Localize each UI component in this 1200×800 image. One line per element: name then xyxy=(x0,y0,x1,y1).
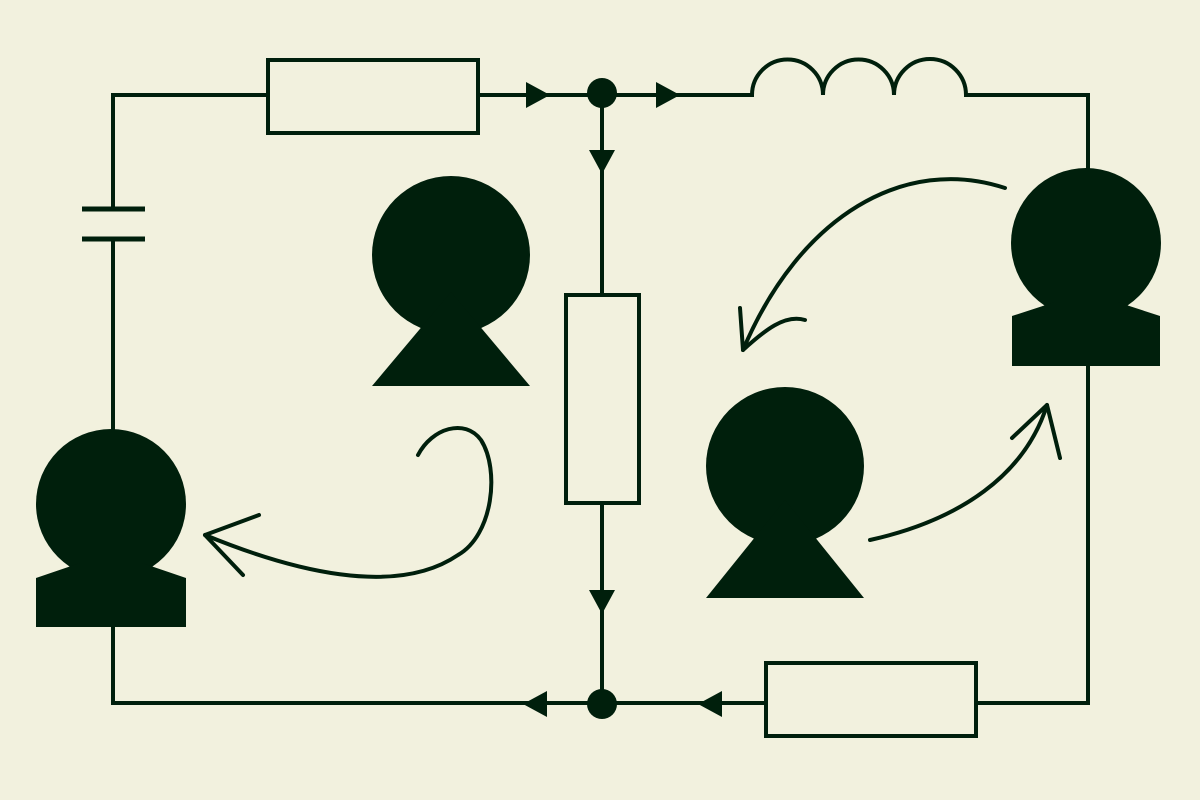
wire-bottom-left xyxy=(111,625,604,705)
resistor-top xyxy=(266,58,480,135)
wire-right-lower xyxy=(974,363,1090,705)
curved-arrow-right-bottom xyxy=(868,403,1049,542)
person-bust-left xyxy=(36,429,186,627)
current-arrow-center-lower xyxy=(589,590,615,614)
wire-top-far-right xyxy=(964,93,1090,177)
current-arrow-bottom-left xyxy=(523,691,547,717)
resistor-bottom xyxy=(764,661,978,738)
junction-node-bottom xyxy=(587,689,617,719)
person-triangle-upper xyxy=(372,176,530,386)
inductor-top xyxy=(750,57,968,96)
current-arrow-top-left xyxy=(526,82,550,108)
person-bust-right xyxy=(1011,168,1161,366)
junction-node-top xyxy=(587,78,617,108)
current-arrow-top-right xyxy=(656,82,680,108)
person-triangle-lower xyxy=(706,387,864,598)
curved-arrow-left-loop-head xyxy=(203,513,261,577)
resistor-center xyxy=(564,293,641,505)
current-arrow-bottom-right xyxy=(698,691,722,717)
current-arrow-center-upper xyxy=(589,150,615,174)
curved-arrow-right-bottom-head xyxy=(1010,403,1062,460)
curved-arrow-right-top xyxy=(741,177,1007,352)
curved-arrow-right-top-head xyxy=(738,306,807,352)
curved-arrow-left-loop xyxy=(203,426,494,579)
